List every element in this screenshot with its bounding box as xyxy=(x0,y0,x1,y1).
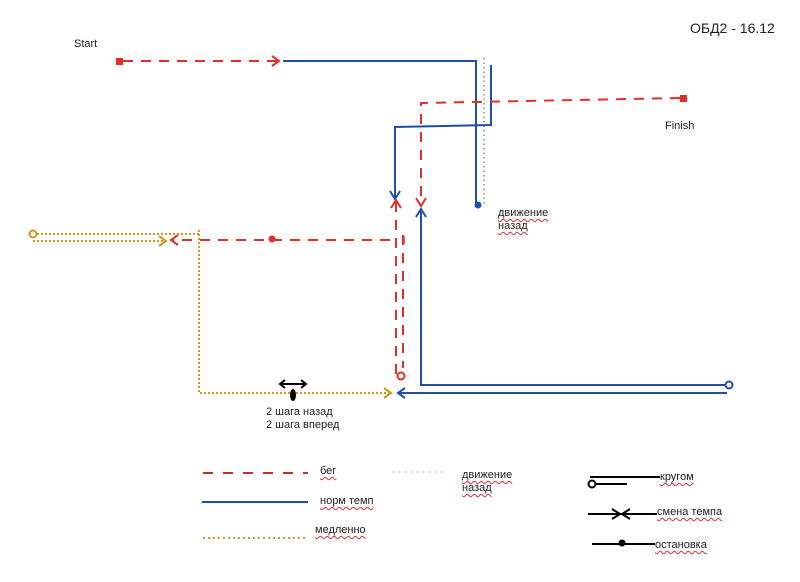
steps-marker xyxy=(290,389,296,401)
arrow-left-icon xyxy=(278,379,308,389)
stop-dot xyxy=(474,201,482,209)
arrow-right-icon xyxy=(383,387,393,399)
legend-normal-label: норм темп xyxy=(320,495,374,507)
arrow-up-icon xyxy=(390,198,402,209)
normal-line-1 xyxy=(283,60,477,205)
arrow-right-icon xyxy=(271,55,281,67)
legend-backward-label-1: движение xyxy=(462,469,513,481)
legend-turn-label: кругом xyxy=(660,471,694,483)
backward-label-2: назад xyxy=(498,220,528,232)
steps-forward-label: 2 шага вперед xyxy=(266,419,340,431)
turn-circle xyxy=(396,371,406,381)
normal-line-3 xyxy=(420,210,726,386)
steps-back-label: 2 шага назад xyxy=(266,406,333,418)
legend-backward-label-2: назад xyxy=(462,482,492,494)
arrow-up-icon xyxy=(415,207,427,218)
stop-dot xyxy=(268,235,276,243)
legend-run-label: бег xyxy=(320,465,337,477)
stop-dot xyxy=(618,539,626,547)
arrow-left-icon xyxy=(396,387,406,399)
backward-label-1: движение xyxy=(498,207,549,219)
normal-line-2 xyxy=(394,65,492,198)
legend-stop-label: остановка xyxy=(655,539,707,551)
legend-pace-label: смена темпа xyxy=(657,506,723,518)
pace-change-icon xyxy=(611,508,631,520)
finish-marker xyxy=(680,95,687,102)
arrow-down-icon xyxy=(389,190,401,201)
run-line-finish xyxy=(420,97,681,205)
turn-circle xyxy=(587,479,597,489)
page-title: ОБД2 - 16.12 xyxy=(690,20,775,36)
arrow-left-icon xyxy=(169,234,179,246)
slow-line-3 xyxy=(198,230,390,394)
legend-slow-label: медленно xyxy=(315,524,366,536)
start-marker xyxy=(116,58,123,65)
arrow-right-icon xyxy=(158,235,168,247)
arrow-down-icon xyxy=(415,197,427,208)
turn-circle xyxy=(28,229,38,239)
finish-label: Finish xyxy=(665,120,695,132)
turn-circle xyxy=(724,380,734,390)
start-label: Start xyxy=(74,38,98,50)
